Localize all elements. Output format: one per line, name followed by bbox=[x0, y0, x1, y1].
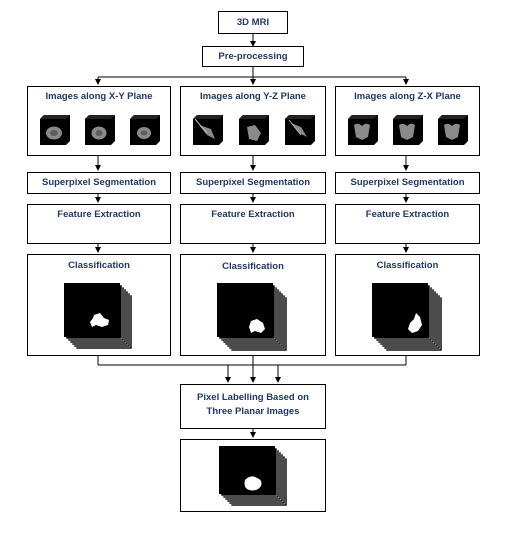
zx-images-box: Images along Z-X Plane bbox=[335, 86, 480, 156]
zx-feature-label: Feature Extraction bbox=[365, 209, 450, 220]
xy-superpixel-label: Superpixel Segmentation bbox=[41, 177, 157, 188]
yz-stack-1 bbox=[193, 115, 223, 145]
preprocessing-label: Pre-processing bbox=[218, 51, 288, 62]
zx-superpixel-box: Superpixel Segmentation bbox=[335, 172, 480, 194]
preprocessing-box: Pre-processing bbox=[202, 46, 304, 67]
yz-feature-box: Feature Extraction bbox=[180, 204, 326, 244]
mri-box: 3D MRI bbox=[218, 11, 288, 34]
result-stack bbox=[219, 446, 288, 507]
zx-stack-1 bbox=[348, 115, 378, 145]
zx-superpixel-label: Superpixel Segmentation bbox=[350, 177, 465, 188]
zx-images-label: Images along Z-X Plane bbox=[354, 91, 461, 102]
xy-feature-box: Feature Extraction bbox=[27, 204, 171, 244]
yz-slice-stacks bbox=[193, 115, 315, 145]
xy-slice-stacks bbox=[40, 115, 160, 145]
xy-classification-label: Classification bbox=[68, 260, 130, 271]
result-box bbox=[180, 439, 326, 512]
yz-classification-stack bbox=[217, 283, 288, 352]
pixel-labelling-label-line2: Three Planar Images bbox=[206, 406, 300, 417]
pixel-labelling-box: Pixel Labelling Based on Three Planar Im… bbox=[180, 384, 326, 429]
yz-stack-3 bbox=[285, 115, 315, 145]
xy-stack-2 bbox=[85, 115, 115, 145]
xy-stack-3 bbox=[130, 115, 160, 145]
xy-stack-1 bbox=[40, 115, 70, 145]
yz-stack-2 bbox=[239, 115, 269, 145]
zx-stack-3 bbox=[438, 115, 468, 145]
xy-images-box: Images along X-Y Plane bbox=[27, 86, 171, 156]
xy-classification-stack bbox=[64, 283, 133, 350]
zx-stack-2 bbox=[393, 115, 423, 145]
zx-slice-stacks bbox=[348, 115, 468, 145]
yz-superpixel-box: Superpixel Segmentation bbox=[180, 172, 326, 194]
mri-label: 3D MRI bbox=[236, 17, 270, 28]
zx-feature-box: Feature Extraction bbox=[335, 204, 480, 244]
yz-classification-box: Classification bbox=[180, 254, 326, 356]
yz-superpixel-label: Superpixel Segmentation bbox=[195, 177, 311, 188]
zx-classification-label: Classification bbox=[376, 260, 439, 271]
pixel-labelling-label-line1: Pixel Labelling Based on bbox=[197, 392, 309, 403]
zx-classification-box: Classification bbox=[335, 254, 480, 356]
yz-images-label: Images along Y-Z Plane bbox=[200, 91, 306, 102]
xy-superpixel-box: Superpixel Segmentation bbox=[27, 172, 171, 194]
yz-classification-label: Classification bbox=[222, 261, 284, 272]
xy-feature-label: Feature Extraction bbox=[57, 209, 141, 220]
yz-feature-label: Feature Extraction bbox=[211, 209, 295, 220]
xy-images-label: Images along X-Y Plane bbox=[45, 91, 153, 102]
xy-classification-box: Classification bbox=[27, 254, 171, 356]
yz-images-box: Images along Y-Z Plane bbox=[180, 86, 326, 156]
zx-classification-stack bbox=[372, 283, 443, 352]
